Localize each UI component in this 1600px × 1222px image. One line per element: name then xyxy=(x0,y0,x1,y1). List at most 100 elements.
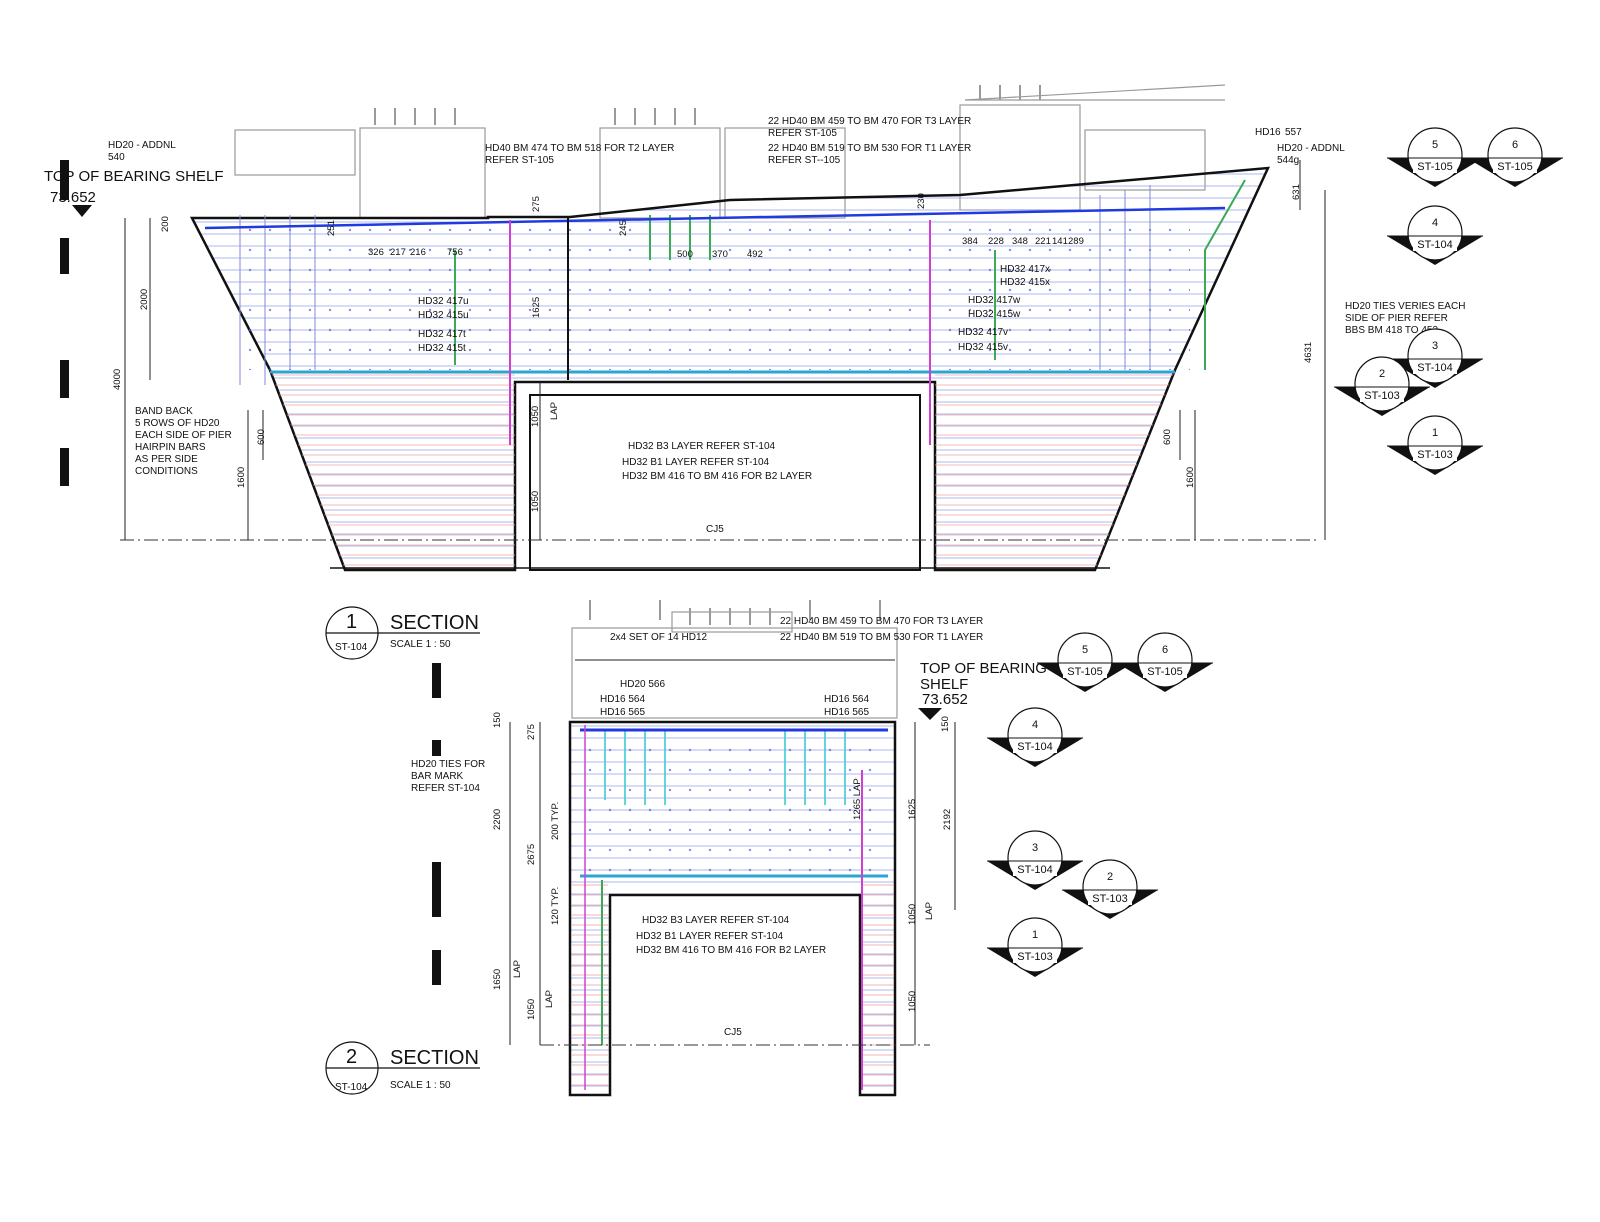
top-marker-number: 4 xyxy=(1432,217,1438,229)
note-band-back-5: AS PER SIDE xyxy=(135,454,198,465)
note-hd16-564-r: HD16 564 xyxy=(824,694,869,705)
dim2-2200: 2200 xyxy=(492,809,503,830)
note-b2-s1: HD32 BM 416 TO BM 416 FOR B2 LAYER xyxy=(622,471,812,482)
note-t1-s2: 22 HD40 BM 519 TO BM 530 FOR T1 LAYER xyxy=(780,632,983,643)
note-b3-s2: HD32 B3 LAYER REFER ST-104 xyxy=(642,915,790,926)
dim-1600: 1600 xyxy=(236,467,247,488)
dim-500: 500 xyxy=(677,249,693,260)
dim2-lap1: LAP xyxy=(512,960,523,978)
note-hd16-right: HD16 xyxy=(1255,127,1281,138)
top-marker-3: 3ST-104 xyxy=(1387,328,1483,388)
bar-mark-417x: HD32 417x xyxy=(1000,264,1050,275)
note-hd40-t3-1: 22 HD40 BM 459 TO BM 470 FOR T3 LAYER xyxy=(768,116,971,127)
bottom-marker-sheet: ST-105 xyxy=(1147,666,1182,678)
bottom-marker-number: 1 xyxy=(1032,929,1038,941)
note-b1-s2: HD32 B1 LAYER REFER ST-104 xyxy=(636,931,784,942)
dim-2000: 2000 xyxy=(139,289,150,310)
note-hd20-addnl-left: HD20 - ADDNL xyxy=(108,140,176,151)
dim-370: 370 xyxy=(712,249,728,260)
note-band-back-3: EACH SIDE OF PIER xyxy=(135,430,232,441)
top-of-bearing-shelf-level: 73.652 xyxy=(50,189,96,206)
dim-1050-b: 1050 xyxy=(530,491,541,512)
top-marker-5: 5ST-105 xyxy=(1387,127,1483,187)
dim-217: 217 xyxy=(390,247,406,258)
top-marker-2: 2ST-103 xyxy=(1334,356,1430,416)
note-ties-1: HD20 TIES VERIES EACH xyxy=(1345,301,1465,312)
bottom-marker-number: 3 xyxy=(1032,842,1038,854)
bottom-marker-number: 4 xyxy=(1032,719,1038,731)
bottom-marker-1: 1ST-103 xyxy=(987,917,1083,977)
section-2-number: 2 xyxy=(346,1046,357,1068)
top-marker-sheet: ST-105 xyxy=(1497,161,1532,173)
level-triangle-s2 xyxy=(918,708,942,720)
bar-mark-415x: HD32 415x xyxy=(1000,277,1050,288)
dim-141: 141 xyxy=(1052,236,1068,247)
section-1-title: 1 ST-104 SECTION SCALE 1 : 50 xyxy=(325,606,480,660)
dim-492: 492 xyxy=(747,249,763,260)
dim2-1625: 1625 xyxy=(907,799,918,820)
note-hd16-564-l: HD16 564 xyxy=(600,694,645,705)
dim-289: 289 xyxy=(1068,236,1084,247)
note-band-back-6: CONDITIONS xyxy=(135,466,198,477)
note-band-back-2: 5 ROWS OF HD20 xyxy=(135,418,220,429)
green-bars xyxy=(454,179,1246,370)
top-marker-sheet: ST-104 xyxy=(1417,362,1452,374)
bottom-marker-5: 5ST-105 xyxy=(1037,632,1133,692)
note-ties-s2-1: HD20 TIES FOR xyxy=(411,759,485,770)
note-b2-s2: HD32 BM 416 TO BM 416 FOR B2 LAYER xyxy=(636,945,826,956)
bottom-marker-sheet: ST-105 xyxy=(1067,666,1102,678)
left-margin-marks xyxy=(60,160,441,985)
note-hd20-addnl-right-mark: 544g xyxy=(1277,155,1299,166)
dim-216: 216 xyxy=(410,247,426,258)
note-ties-s2-2: BAR MARK xyxy=(411,771,464,782)
dim-384: 384 xyxy=(962,236,978,247)
bottom-marker-sheet: ST-103 xyxy=(1017,951,1052,963)
bottom-marker-3: 3ST-104 xyxy=(987,830,1083,890)
section-2-scale: SCALE 1 : 50 xyxy=(390,1080,451,1091)
note-b3-s1: HD32 B3 LAYER REFER ST-104 xyxy=(628,441,776,452)
dim2-1050-r2: 1050 xyxy=(907,991,918,1012)
dim-631: 631 xyxy=(1291,184,1302,200)
bar-mark-415t: HD32 415t xyxy=(418,343,466,354)
note-hd16-565-l: HD16 565 xyxy=(600,707,645,718)
dim-600: 600 xyxy=(256,429,267,445)
note-hd40-t2-1: HD40 BM 474 TO BM 518 FOR T2 LAYER xyxy=(485,143,674,154)
note-hd16-565-r: HD16 565 xyxy=(824,707,869,718)
dim2-1050: 1050 xyxy=(526,999,537,1020)
top-marker-number: 5 xyxy=(1432,139,1438,151)
top-marker-6: 6ST-105 xyxy=(1467,127,1563,187)
note-hd12: 2x4 SET OF 14 HD12 xyxy=(610,632,708,643)
cj5-label-s1: CJ5 xyxy=(706,524,724,535)
lap-label-s1: LAP xyxy=(549,402,560,420)
bottom-marker-6: 6ST-105 xyxy=(1117,632,1213,692)
dim2-1050-r1: 1050 xyxy=(907,904,918,925)
dim-1625: 1625 xyxy=(531,297,542,318)
bar-mark-415u: HD32 415u xyxy=(418,310,469,321)
dim2-lap-r: LAP xyxy=(924,902,935,920)
note-ties-3: BBS BM 418 TO 453 xyxy=(1345,325,1438,336)
section-markers-bottom: 5ST-1056ST-1054ST-1043ST-1042ST-1031ST-1… xyxy=(987,632,1213,977)
top-of-shelf-s2-1: TOP OF BEARING xyxy=(920,660,1047,677)
bar-mark-417u: HD32 417u xyxy=(418,296,469,307)
bar-mark-417v: HD32 417v xyxy=(958,327,1008,338)
bar-mark-415w: HD32 415w xyxy=(968,309,1021,320)
bar-mark-417t: HD32 417t xyxy=(418,329,466,340)
bar-mark-415v: HD32 415v xyxy=(958,342,1008,353)
top-marker-number: 1 xyxy=(1432,427,1438,439)
top-marker-sheet: ST-104 xyxy=(1417,239,1452,251)
section-1-sheet: ST-104 xyxy=(335,642,368,653)
dim-251: 251 xyxy=(326,220,337,236)
note-band-back-1: BAND BACK xyxy=(135,406,193,417)
dim-lines-s1 xyxy=(124,160,1326,540)
top-marker-sheet: ST-103 xyxy=(1364,390,1399,402)
note-t3-s2: 22 HD40 BM 459 TO BM 470 FOR T3 LAYER xyxy=(780,616,983,627)
section-1-drawing xyxy=(120,84,1326,572)
dim-275: 275 xyxy=(531,196,542,212)
note-hd16-right-mark: 557 xyxy=(1285,127,1302,138)
bottom-marker-sheet: ST-104 xyxy=(1017,864,1052,876)
dim2-1650: 1650 xyxy=(492,969,503,990)
top-marker-number: 6 xyxy=(1512,139,1518,151)
top-marker-1: 1ST-103 xyxy=(1387,415,1483,475)
note-ties-s2-3: REFER ST-104 xyxy=(411,783,480,794)
dim-4631: 4631 xyxy=(1303,342,1314,363)
